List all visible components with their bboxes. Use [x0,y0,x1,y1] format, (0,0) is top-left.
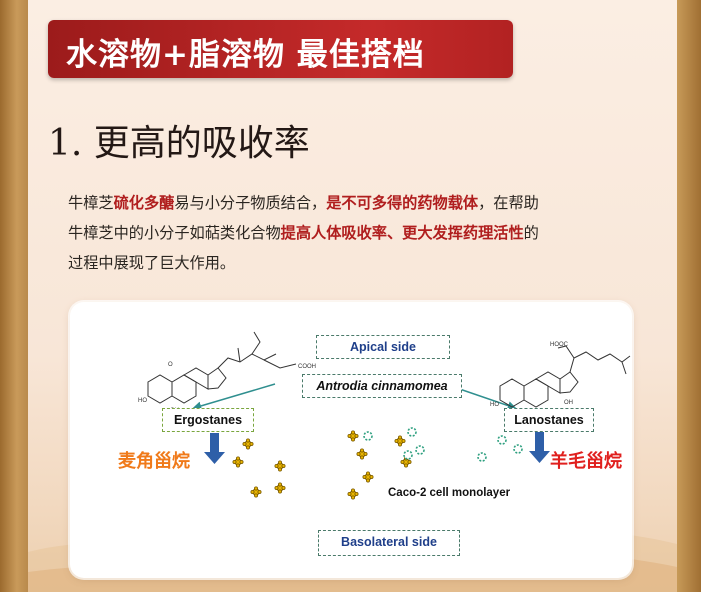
text-segment: ，在帮助 [478,194,539,212]
particle-teal [415,445,425,455]
apical-side-box: Apical side [316,335,450,359]
particle-yellow [242,438,254,450]
particle-teal [363,431,373,441]
particle-teal [497,435,507,445]
particle-yellow [232,456,244,468]
svg-text:COOH: COOH [298,364,316,370]
text-segment: 牛樟芝中的小分子如萜类化合物 [68,224,281,242]
paragraph-line-2: 牛樟芝中的小分子如萜类化合物提高人体吸收率、更大发挥药理活性的 [68,218,668,248]
particle-yellow [362,471,374,483]
ergostane-molecule-icon: COOH HO OH O [138,331,316,414]
diagram-graphics: COOH HO OH O HOOC HO OH [138,331,631,500]
left-frame [0,0,28,592]
particle-yellow [394,435,406,447]
caco-label: Caco-2 cell monolayer [388,487,511,499]
svg-text:HO: HO [490,402,499,408]
down-arrow-right-icon [529,432,550,463]
highlight-segment: 是不可多得的药物载体 [326,194,479,212]
text-segment: 过程中展现了巨大作用。 [68,254,236,272]
particle-yellow [347,430,359,442]
particle-yellow [250,486,262,498]
down-arrow-left-icon [204,433,225,464]
particle-yellow [347,488,359,500]
paragraph-line-1: 牛樟芝硫化多醣易与小分子物质结合，是不可多得的药物载体，在帮助 [68,188,668,218]
highlight-segment: 硫化多醣 [113,194,175,212]
basolateral-side-box: Basolateral side [318,530,460,556]
svg-text:HO: HO [138,398,147,404]
particle-yellow [274,460,286,472]
arrow-to-ergostanes [192,383,276,411]
diagram-card: COOH HO OH O HOOC HO OH [70,302,632,578]
right-frame [677,0,701,592]
particles-teal [363,427,523,462]
text-segment: 易与小分子物质结合， [174,194,327,212]
title-banner: 水溶物+脂溶物 最佳搭档 [48,20,513,78]
paragraph-line-3: 过程中展现了巨大作用。 [68,248,668,278]
particle-teal [407,427,417,437]
svg-text:OH: OH [564,400,573,406]
text-segment: 牛樟芝 [68,194,114,212]
text-segment: 的 [523,224,539,242]
label-ergostane-cn: 麦角甾烷 [118,451,190,472]
svg-text:O: O [168,362,173,368]
particles-yellow [232,430,412,500]
banner-title: 水溶物+脂溶物 最佳搭档 [66,37,425,73]
lanostanes-box: Lanostanes [504,408,594,432]
particle-yellow [356,448,368,460]
particle-teal [403,450,413,460]
svg-text:HOOC: HOOC [550,342,569,348]
content-panel: 水溶物+脂溶物 最佳搭档 1. 更高的吸收率 牛樟芝硫化多醣易与小分子物质结合，… [28,0,677,592]
particle-yellow [274,482,286,494]
particle-teal [477,452,487,462]
section-heading: 1. 更高的吸收率 [48,123,310,164]
description-paragraph: 牛樟芝硫化多醣易与小分子物质结合，是不可多得的药物载体，在帮助 牛樟芝中的小分子… [68,188,668,278]
lanostane-molecule-icon: HOOC HO OH [490,342,631,408]
particle-teal [513,444,523,454]
ergostanes-box: Ergostanes [162,408,254,432]
label-lanostane-cn: 羊毛甾烷 [550,451,622,472]
highlight-segment: 提高人体吸收率、更大发挥药理活性 [280,224,524,242]
antrodia-box: Antrodia cinnamomea [302,374,462,398]
